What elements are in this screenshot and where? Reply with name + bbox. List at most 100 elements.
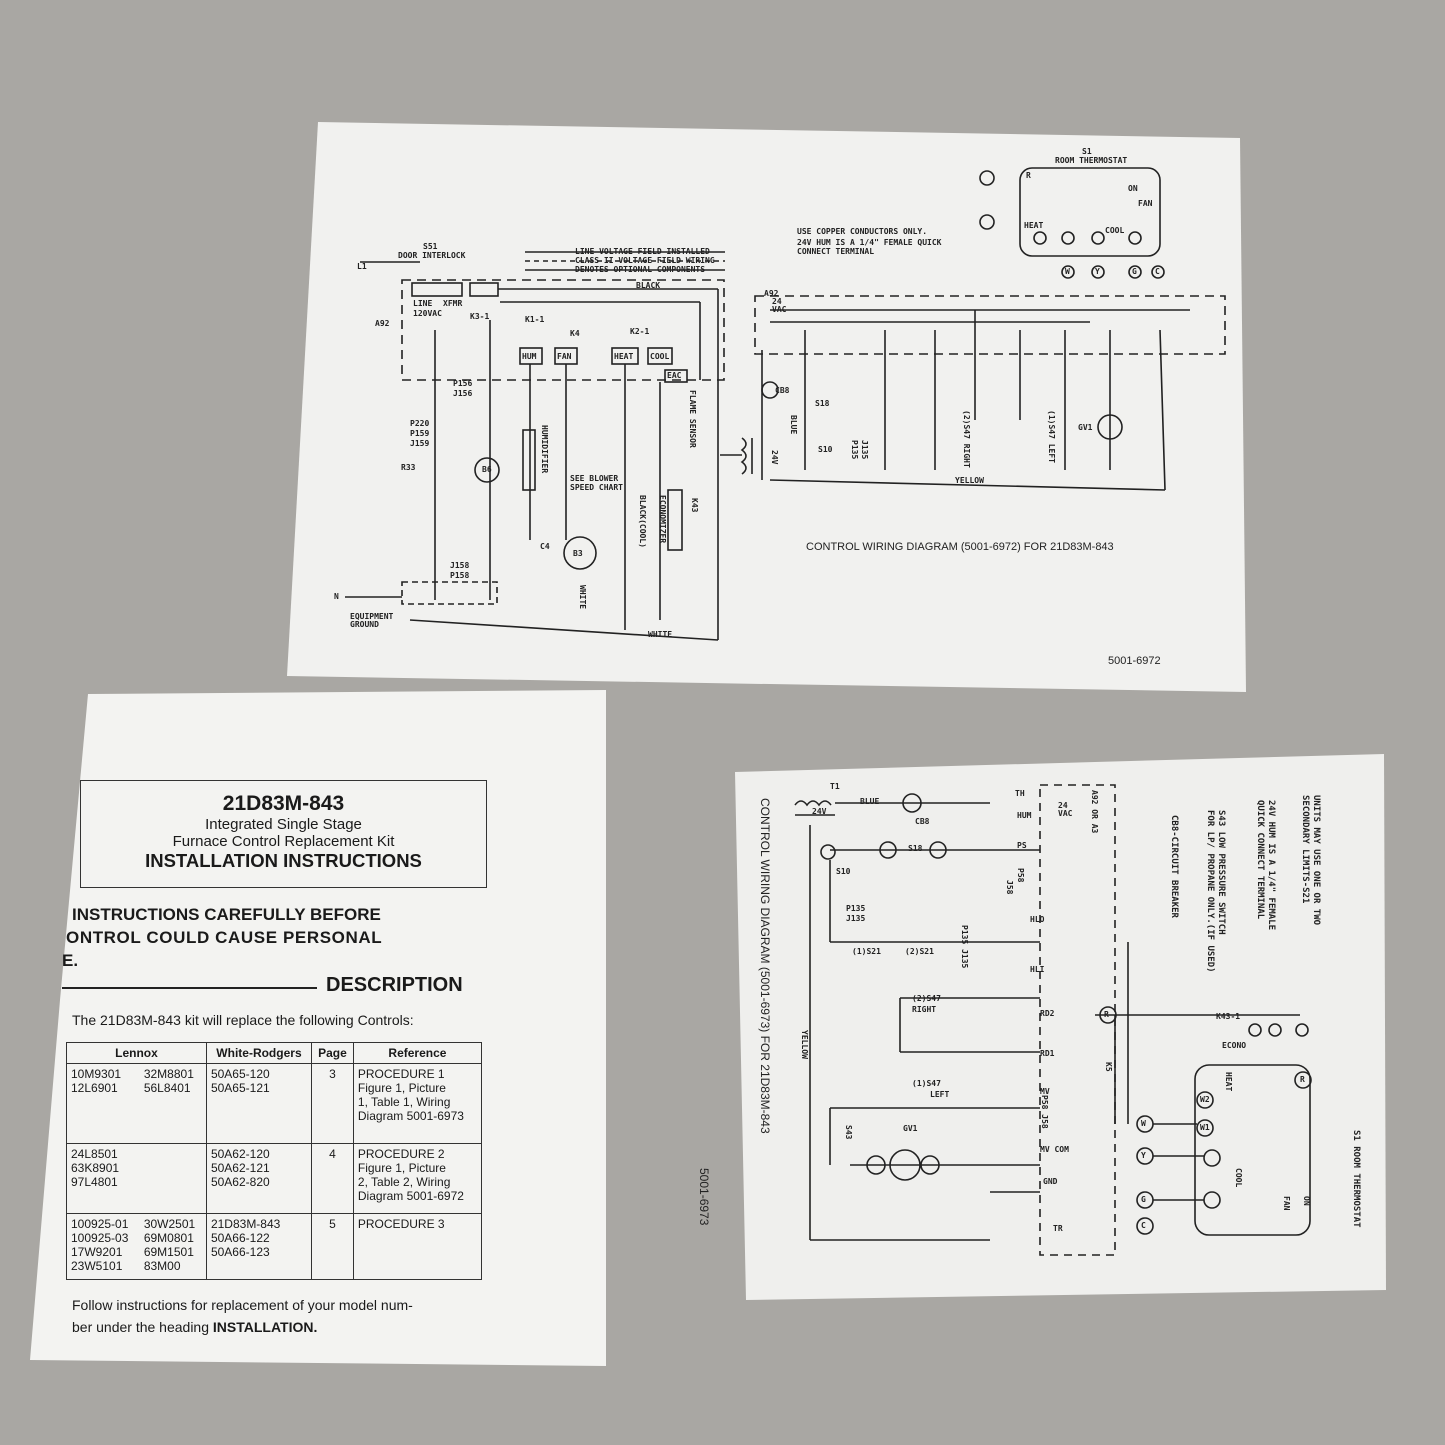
cell: 50A65-120 <box>210 1067 270 1081</box>
label-j135: J135 <box>860 440 869 460</box>
cell: 1, Table 1, Wiring <box>357 1095 451 1109</box>
note-2b: QUICK CONNECT TERMINAL <box>1255 800 1265 920</box>
label-xfmr: XFMR <box>443 299 463 308</box>
cell: 97L4801 <box>71 1175 118 1189</box>
label-hlo: HLO <box>1030 915 1045 924</box>
label-blue: BLUE <box>789 415 798 435</box>
footer-heading-ref: INSTALLATION. <box>212 1319 318 1335</box>
cell: 10M9301 <box>71 1067 122 1081</box>
label-j58: J58 <box>1005 880 1014 895</box>
terminal-c: C <box>1155 267 1160 276</box>
header-reference: Reference <box>352 1042 483 1064</box>
cell: 100925-03 <box>71 1231 129 1245</box>
label-econo: ECONO <box>1222 1041 1247 1050</box>
top-wiring-diagram <box>345 167 1226 641</box>
label-rd1: RD1 <box>1040 1049 1055 1058</box>
label-j156: J156 <box>453 389 473 398</box>
label-s10: S10 <box>818 445 833 454</box>
cell: 69M0801 <box>143 1231 194 1245</box>
label-speed-chart: SPEED CHART <box>570 483 623 492</box>
label-s51: S51 <box>423 242 438 251</box>
label-black-cool: BLACK(COOL) <box>638 495 647 548</box>
top-diagram-caption: CONTROL WIRING DIAGRAM (5001-6972) FOR 2… <box>806 541 1114 553</box>
label-l1: L1 <box>357 262 367 271</box>
label-hli: HLI <box>1030 965 1045 974</box>
bottom-wiring-diagram <box>794 784 1312 1256</box>
cell: Diagram 5001-6972 <box>357 1189 464 1203</box>
terminal-g: G <box>1141 1195 1146 1204</box>
label-room-thermostat: ROOM THERMOSTAT <box>1055 156 1128 165</box>
label-right: RIGHT <box>912 1005 937 1014</box>
label-k2-1: K2-1 <box>630 327 650 336</box>
label-gv1: GV1 <box>903 1124 918 1133</box>
note-4: CB8-CIRCUIT BREAKER <box>1169 815 1179 918</box>
header-page: Page <box>310 1042 354 1064</box>
terminal-c: C <box>1141 1221 1146 1230</box>
label-k4: K4 <box>570 329 580 338</box>
note-1a: UNITS MAY USE ONE OR TWO <box>1311 795 1321 926</box>
label-p156: P156 <box>453 379 473 388</box>
cell: 3 <box>310 1063 354 1144</box>
cell: Diagram 5001-6973 <box>357 1109 464 1123</box>
label-24vac: 24 VAC <box>772 297 787 314</box>
label-tr: TR <box>1053 1224 1063 1233</box>
bottom-sheet-paper <box>735 754 1386 1300</box>
top-diagram-number: 5001-6972 <box>1108 655 1161 667</box>
title-box: 21D83M-843 Integrated Single Stage Furna… <box>80 780 487 888</box>
label-s43: S43 <box>844 1125 853 1140</box>
terminal-w1: W1 <box>1200 1123 1210 1132</box>
label-p58: P58 <box>1016 868 1025 883</box>
label-heat: HEAT <box>614 352 634 361</box>
label-s47-right: (2)S47 RIGHT <box>962 410 971 468</box>
label-blue: BLUE <box>860 797 880 806</box>
cell: 2, Table 2, Wiring <box>357 1175 451 1189</box>
cell: 50A65-121 <box>210 1081 270 1095</box>
cell: Figure 1, Picture <box>357 1081 446 1095</box>
cell: Figure 1, Picture <box>357 1161 446 1175</box>
note-3b: FOR LP/ PROPANE ONLY.(IF USED) <box>1205 810 1215 973</box>
label-120vac: 120VAC <box>413 309 442 318</box>
label-left: LEFT <box>930 1090 950 1099</box>
label-2-s21: (2)S21 <box>905 947 934 956</box>
label-k1-1: K1-1 <box>525 315 545 324</box>
label-mv-com: MV COM <box>1040 1145 1069 1154</box>
cell: 100925-01 <box>71 1217 129 1231</box>
footer-line-2: ber under the heading INSTALLATION. <box>72 1319 317 1335</box>
label-s1-room-thermostat: S1 ROOM THERMOSTAT <box>1351 1130 1361 1228</box>
label-thermostat-fan: FAN <box>1138 199 1153 208</box>
label-eac: EAC <box>667 371 682 380</box>
label-k43-1: K43-1 <box>1216 1012 1241 1021</box>
label-hum: HUM <box>1017 811 1032 820</box>
label-hum: HUM <box>522 352 537 361</box>
bottom-diagram-number: 5001-6973 <box>697 1168 711 1226</box>
label-cb8: CB8 <box>915 817 930 826</box>
cell: 21D83M-843 <box>210 1217 281 1231</box>
legend-line-voltage: LINE VOLTAGE FIELD INSTALLED <box>575 247 710 256</box>
cell: 50A66-122 <box>210 1231 270 1245</box>
terminal-r: R <box>1026 171 1031 180</box>
cell: 56L8401 <box>143 1081 191 1095</box>
label-n: N <box>334 592 339 601</box>
warning-line-1: INSTRUCTIONS CAREFULLY BEFORE <box>72 905 381 924</box>
note-hum-terminal: 24V HUM IS A 1/4" FEMALE QUICK <box>797 238 942 247</box>
note-2a: 24V HUM IS A 1/4" FEMALE <box>1266 800 1276 931</box>
note-3a: S43 LOW PRESSURE SWITCH <box>1216 810 1226 935</box>
label-j158: J158 <box>450 561 470 570</box>
label-door-interlock: DOOR INTERLOCK <box>398 251 466 260</box>
header-lennox: Lennox <box>66 1042 207 1064</box>
label-p220: P220 <box>410 419 430 428</box>
legend-optional: DENOTES OPTIONAL COMPONENTS <box>575 265 706 274</box>
label-b6: B6 <box>482 465 492 474</box>
label-yellow: YELLOW <box>800 1030 809 1059</box>
label-p135-j135: P135 J135 <box>960 925 969 969</box>
footer-text: ber under the heading <box>72 1319 213 1335</box>
label-humidifier: HUMIDIFIER <box>540 425 549 474</box>
label-j159: J159 <box>410 439 430 448</box>
label-white: WHITE <box>648 630 673 639</box>
label-24vac: 24 VAC <box>1058 801 1073 818</box>
cell: 50A66-123 <box>210 1245 270 1259</box>
terminal-w: W <box>1141 1119 1146 1128</box>
label-k43: K43 <box>690 498 699 513</box>
label-cool: COOL <box>650 352 670 361</box>
